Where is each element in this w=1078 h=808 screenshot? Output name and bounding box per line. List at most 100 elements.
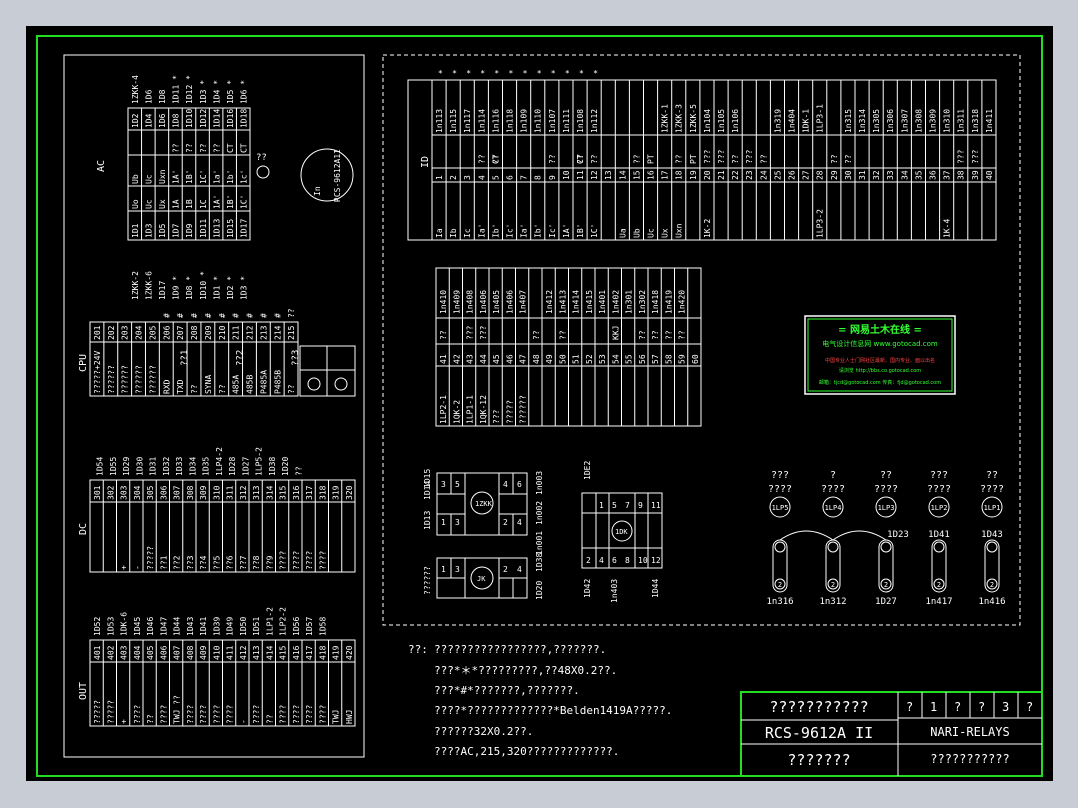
id2-term-num: 53 (598, 354, 607, 364)
note-3: ???*#*???????,???????. (434, 684, 580, 697)
id-term-num: 38 (957, 170, 966, 180)
out-title: OUT (78, 682, 89, 700)
title-block-frame (740, 691, 1043, 777)
link-terminal-bottom (827, 578, 839, 590)
id-bottom-label: 1K-2 (703, 219, 712, 238)
link-bottom-label: 1n417 (925, 597, 952, 607)
out-top-label: 1D45 (133, 617, 142, 636)
link-terminal-top (933, 541, 945, 553)
ac-term-a: 1D7 (172, 223, 181, 238)
id2-term-num: 41 (439, 354, 448, 364)
ground-circle (256, 165, 270, 179)
zkk-label-4: 1n001 (535, 531, 544, 555)
ac-top-label: 1D5 * (226, 80, 235, 104)
out-signal: TWJ (332, 710, 341, 724)
id-top-label: 1n404 (788, 109, 797, 133)
id2-term-num: 54 (611, 354, 620, 364)
id-tag: ?? (731, 154, 740, 164)
sheet-2: 1 (930, 700, 937, 714)
dc-signal: + (120, 565, 129, 570)
id-term-num: 35 (914, 170, 923, 180)
title-bottom: ??????????? (930, 752, 1009, 766)
svg-text:7: 7 (625, 501, 630, 510)
id-top-label: 1n314 (858, 109, 867, 133)
out-top-label: 1D49 (226, 617, 235, 636)
ac-bottom-label: 1D3 * (239, 276, 248, 300)
id-term-num: 29 (830, 170, 839, 180)
cpu-term-num: 215 (287, 325, 296, 340)
link-piece-circle (822, 496, 844, 518)
id-tag: ?? (548, 154, 557, 164)
id-tag: ?? (491, 154, 500, 164)
id-tag: ?? (830, 154, 839, 164)
svg-text:1: 1 (441, 518, 446, 527)
dc-signal: ??3 (186, 555, 195, 570)
dc-top-label: 1D29 (122, 457, 131, 476)
id2-tag: ??? (479, 325, 488, 340)
ad-inner-border (807, 318, 953, 392)
id-bottom-label: Ib' (534, 224, 543, 238)
out-signal: ????? (106, 700, 115, 724)
dc-term-num: 316 (292, 485, 301, 500)
jk-label: ?????? (423, 566, 432, 595)
id-tag: PT (647, 154, 656, 164)
id-term-num: 32 (872, 170, 881, 180)
link-top2-label: ???? (768, 484, 792, 495)
id-star-mark: * (551, 69, 556, 78)
ac-signal-b: 1B (185, 199, 194, 209)
ac-term-a: 1D1 (131, 223, 140, 238)
cpu-title: CPU (78, 354, 89, 372)
dc-signal: ???? (292, 551, 301, 570)
ac-term-d: 1D18 (239, 109, 248, 128)
id-term-num: 8 (534, 175, 543, 180)
ac-tag: CT (226, 143, 235, 153)
ac-term-d: 1D2 (131, 113, 140, 128)
out-term-num: 410 (212, 645, 221, 660)
note-2: ???*＊*?????????,??48X0.2??. (434, 664, 617, 677)
out-top-label: 1D43 (186, 617, 195, 636)
out-signal: ???? (133, 705, 142, 724)
zkk-box (436, 472, 528, 536)
out-top-label: 1D39 (212, 617, 221, 636)
id2-top-label: 1n301 (625, 290, 634, 314)
out-signal: ?? (146, 714, 155, 724)
cpu-signal: ?????? (107, 365, 116, 394)
dc-top-label: 1D28 (228, 457, 237, 476)
id-top-label: 1n112 (590, 109, 599, 133)
zkk-label-1: 1D13 (423, 511, 432, 530)
svg-text:4: 4 (517, 518, 522, 527)
id-top-label: 1LP3-1 (816, 104, 825, 133)
id-top-label: 1ZKK-1 (661, 104, 670, 133)
link-piece-circle (981, 496, 1003, 518)
id2-top-label: 1n410 (439, 290, 448, 314)
id-term-num: 23 (745, 170, 754, 180)
out-signal: ???? (186, 705, 195, 724)
link-bridge (779, 530, 887, 541)
out-top-label: 1D51 (252, 617, 261, 636)
link-pieces: ???????1LP521n316?????1LP421n312??????1L… (766, 470, 1005, 607)
cpu-signal: ?????+24V (93, 350, 102, 394)
ad-line4: 邮箱：tjcd@gotocad.com 传真：fjd@gotocad.com (819, 379, 941, 386)
dc-term-num: 305 (146, 485, 155, 500)
dc-top-label: 1D38 (268, 457, 277, 476)
out-term-num: 404 (133, 645, 142, 660)
id-bottom-label: Uc (647, 228, 656, 238)
id-tag: ?? (844, 154, 853, 164)
out-signal: ???? (279, 705, 288, 724)
id-top-label: 1n105 (717, 109, 726, 133)
cpu-top-mark: # (190, 313, 199, 318)
id-term-num: 25 (773, 170, 782, 180)
left-panel (63, 54, 365, 758)
drawing-frame (36, 35, 1043, 777)
ac-bottom-label: 1D9 * (172, 276, 181, 300)
out-top-label: 1D50 (239, 617, 248, 636)
id-bottom-label: Ia' (477, 224, 486, 238)
id2-term-num: 58 (664, 354, 673, 364)
svg-text:10: 10 (638, 556, 648, 565)
out-term-num: 414 (265, 645, 274, 660)
id-term-num: 36 (929, 170, 938, 180)
ac-top-label: 1D12 * (185, 75, 194, 104)
cpu-signal: P485B (273, 370, 282, 394)
zkk-label-5: 1n002 (535, 501, 544, 525)
